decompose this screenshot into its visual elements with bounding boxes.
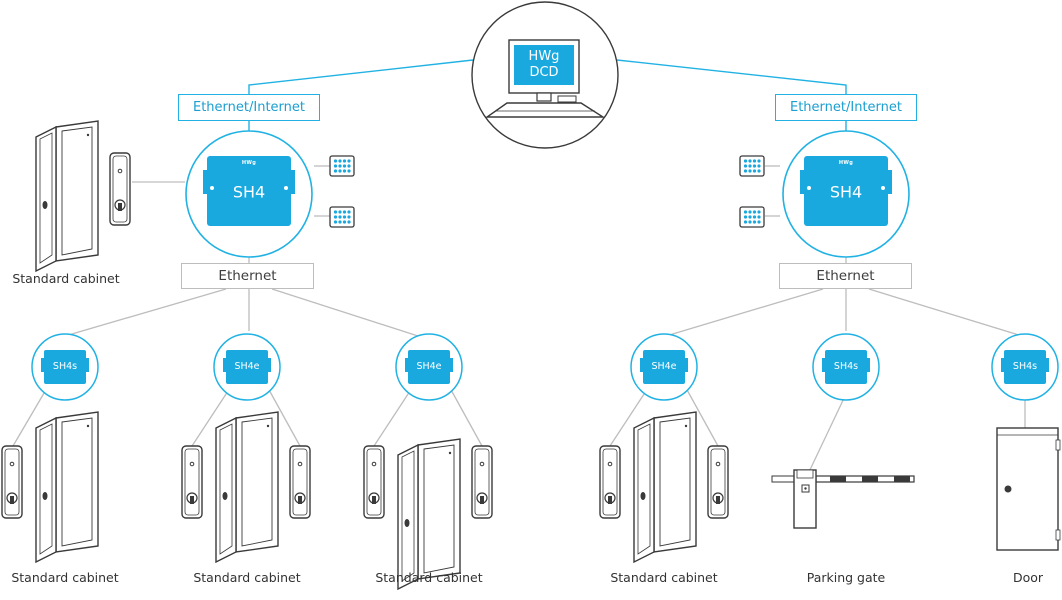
door-lock-icon [471, 445, 493, 519]
dcd-workstation [471, 1, 619, 149]
cabinet-icon [633, 411, 697, 563]
door-lock-icon [707, 445, 729, 519]
left-uplink-line [248, 59, 474, 94]
node-label: SH4e [234, 361, 260, 373]
door-lock-icon [109, 152, 131, 226]
node-caption: Standard cabinet [193, 570, 301, 585]
node-4 [630, 333, 698, 401]
keypad-icon [739, 155, 765, 177]
right-hub-label: SH4 [829, 182, 863, 202]
left-lan-label: Ethernet [181, 263, 314, 289]
keypad-icon [329, 206, 355, 228]
node-caption: Door [1012, 570, 1044, 585]
door-lock-icon [289, 445, 311, 519]
cabinet-icon [215, 411, 279, 563]
door-lock-icon [599, 445, 621, 519]
parking-gate-icon [771, 469, 915, 529]
keypad-icon [739, 206, 765, 228]
node-label: SH4e [651, 361, 677, 373]
left-hub [185, 130, 313, 258]
node-label: SH4e [416, 361, 442, 373]
node-caption: Standard cabinet [375, 570, 483, 585]
node-6 [991, 333, 1059, 401]
node-label: SH4s [833, 361, 859, 373]
cabinet-icon [35, 120, 99, 272]
right-lan-label: Ethernet [779, 263, 912, 289]
right-uplink-label: Ethernet/Internet [775, 94, 917, 121]
right-hub [782, 130, 910, 258]
hub-brand-label: HWg [241, 160, 257, 166]
keyboard-icon [484, 102, 606, 118]
cabinet-icon [35, 411, 99, 563]
node-caption: Standard cabinet [610, 570, 718, 585]
left-cabinet-caption: Standard cabinet [12, 271, 120, 286]
keypad-icon [329, 155, 355, 177]
node-5 [812, 333, 880, 401]
hub-brand-label: HWg [838, 160, 854, 166]
node-2 [213, 333, 281, 401]
door-lock-icon [181, 445, 203, 519]
node-1 [31, 333, 99, 401]
dcd-label-line1: HWg [528, 49, 560, 65]
sh4-device-icon [804, 156, 888, 226]
dcd-label-line2: DCD [529, 65, 559, 81]
node-caption: Standard cabinet [11, 570, 119, 585]
right-uplink-line [616, 59, 847, 94]
node-label: SH4s [52, 361, 78, 373]
node-caption: Parking gate [806, 570, 886, 585]
door-lock-icon [1, 445, 23, 519]
door-lock-icon [363, 445, 385, 519]
cabinet-icon [397, 438, 461, 590]
node-3 [395, 333, 463, 401]
node-label: SH4s [1012, 361, 1038, 373]
sh4-device-icon [207, 156, 291, 226]
door-icon [996, 427, 1061, 551]
left-uplink-label: Ethernet/Internet [178, 94, 320, 121]
left-hub-label: SH4 [232, 182, 266, 202]
